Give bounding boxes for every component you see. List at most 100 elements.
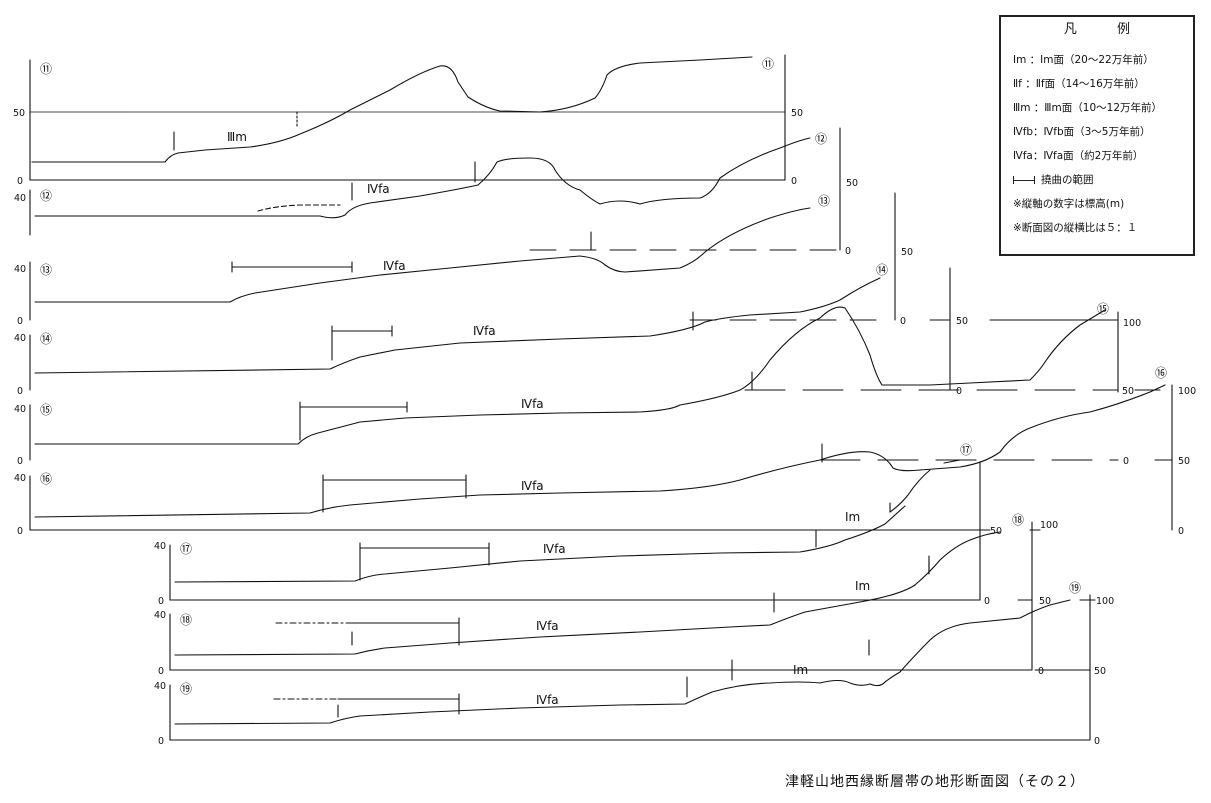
axis-label: 0	[845, 246, 851, 257]
profile-line	[31, 56, 753, 163]
right-marker: ⑭	[876, 263, 888, 277]
axis-label: 50	[1094, 666, 1106, 677]
profile-line-upper	[889, 459, 961, 513]
figure-caption: 津軽山地西縁断層帯の地形断面図（その２）	[785, 774, 1085, 790]
axis-label: 50	[901, 247, 913, 258]
axis-label: 40	[14, 473, 26, 484]
right-marker: ⑲	[1069, 581, 1081, 595]
axis-label: 0	[17, 386, 23, 397]
profile-id: ⑫	[40, 189, 52, 203]
legend: 凡 例 Ⅰm ：Ⅰm面（20〜22万年前） Ⅱf ：Ⅱf面（14〜16万年前） …	[999, 15, 1195, 256]
axis-label: 50	[990, 526, 1002, 537]
axis-label: 0	[1123, 456, 1129, 467]
surface-label: Ⅳfa	[383, 259, 406, 273]
surface-label: Ⅳfa	[536, 693, 559, 707]
profile-line	[34, 306, 1106, 445]
profile-14	[29, 267, 951, 391]
legend-note: ※縦軸の数字は標高(m)	[1013, 197, 1125, 210]
surface-label: Ⅲm	[227, 130, 247, 144]
axis-label: 0	[158, 736, 164, 747]
legend-title: 凡 例	[1063, 22, 1149, 37]
legend-item: Ⅳfb：Ⅳfb面（3〜5万年前）	[1013, 125, 1151, 138]
surface-label: Ⅳfa	[367, 182, 390, 196]
axis-label: 50	[791, 108, 803, 119]
profile-id: ⑰	[180, 542, 192, 556]
axis-label: 0	[158, 596, 164, 607]
profile-id: ⑮	[40, 403, 52, 417]
profile-line	[34, 137, 811, 219]
profile-12	[29, 127, 841, 251]
surface-label: Ⅰm	[793, 663, 808, 677]
right-marker: ⑬	[818, 194, 830, 208]
profile-11	[29, 54, 786, 181]
axis-label: 0	[158, 666, 164, 677]
profile-19	[169, 594, 1096, 741]
axis-label: 50	[13, 108, 25, 119]
legend-flexure-label: 撓曲の範囲	[1041, 173, 1094, 186]
axis-label: 40	[14, 193, 26, 204]
profile-line	[174, 599, 1071, 725]
profile-id: ⑯	[40, 472, 52, 486]
axis-label: 0	[984, 596, 990, 607]
profile-line-dashed	[257, 204, 341, 212]
axis-label: 0	[1038, 666, 1044, 677]
surface-label: Ⅳfa	[473, 324, 496, 338]
legend-flexure-row: 撓曲の範囲	[1013, 168, 1187, 192]
axis-label: 0	[791, 176, 797, 187]
profile-17	[169, 459, 986, 601]
axis-label: 0	[900, 316, 906, 327]
profile-id: ⑬	[40, 263, 52, 277]
profile-line	[174, 505, 906, 583]
axis-label: 0	[17, 526, 23, 537]
profile-13	[29, 192, 896, 321]
legend-item: Ⅱf ：Ⅱf面（14〜16万年前）	[1013, 77, 1145, 90]
surface-label: Ⅰm	[855, 579, 870, 593]
profile-16	[29, 384, 1173, 531]
axis-label: 40	[14, 333, 26, 344]
axis-label: 100	[1178, 386, 1196, 397]
profile-id: ⑱	[180, 613, 192, 627]
right-marker: ⑰	[960, 443, 972, 457]
right-marker: ⑱	[1012, 513, 1024, 527]
surface-label: Ⅳfa	[543, 542, 566, 556]
axis-label: 0	[1094, 736, 1100, 747]
axis-label: 0	[1178, 526, 1184, 537]
profile-15	[29, 306, 1119, 461]
profile-id: ⑭	[40, 332, 52, 346]
axis-label: 0	[956, 386, 962, 397]
profile-id: ⑲	[180, 682, 192, 696]
axis-label: 50	[1178, 456, 1190, 467]
axis-label: 0	[17, 316, 23, 327]
axis-label: 40	[14, 404, 26, 415]
legend-item: Ⅲm ：Ⅲm面（10〜12万年前）	[1013, 101, 1162, 114]
legend-note: ※断面図の縦横比は５：１	[1013, 221, 1138, 234]
legend-item: Ⅳfa：Ⅳfa面（約2万年前）	[1013, 149, 1144, 162]
axis-label: 100	[1040, 520, 1058, 531]
axis-label: 40	[154, 681, 166, 692]
axis-label: 40	[14, 264, 26, 275]
right-marker: ⑫	[815, 132, 827, 146]
right-marker: ⑯	[1155, 366, 1167, 380]
axis-label: 50	[1122, 386, 1134, 397]
surface-label: Ⅳfa	[536, 619, 559, 633]
right-marker: ⑮	[1097, 302, 1109, 316]
axis-label: 50	[846, 178, 858, 189]
axis-label: 50	[1039, 596, 1051, 607]
surface-label: Ⅳfa	[521, 397, 544, 411]
axis-label: 100	[1123, 318, 1141, 329]
axis-label: 40	[154, 541, 166, 552]
axis-label: 100	[1096, 596, 1114, 607]
axis-label: 50	[956, 316, 968, 327]
axis-label: 0	[17, 176, 23, 187]
right-marker: ⑪	[762, 57, 774, 71]
profile-line	[34, 384, 1166, 518]
axis-label: 40	[154, 610, 166, 621]
profile-18	[169, 521, 1041, 671]
profile-line	[174, 531, 1001, 656]
surface-label: Ⅰm	[845, 510, 860, 524]
surface-label: Ⅳfa	[521, 479, 544, 493]
profile-line	[34, 277, 881, 374]
axis-label: 0	[17, 456, 23, 467]
profile-line	[34, 207, 811, 303]
